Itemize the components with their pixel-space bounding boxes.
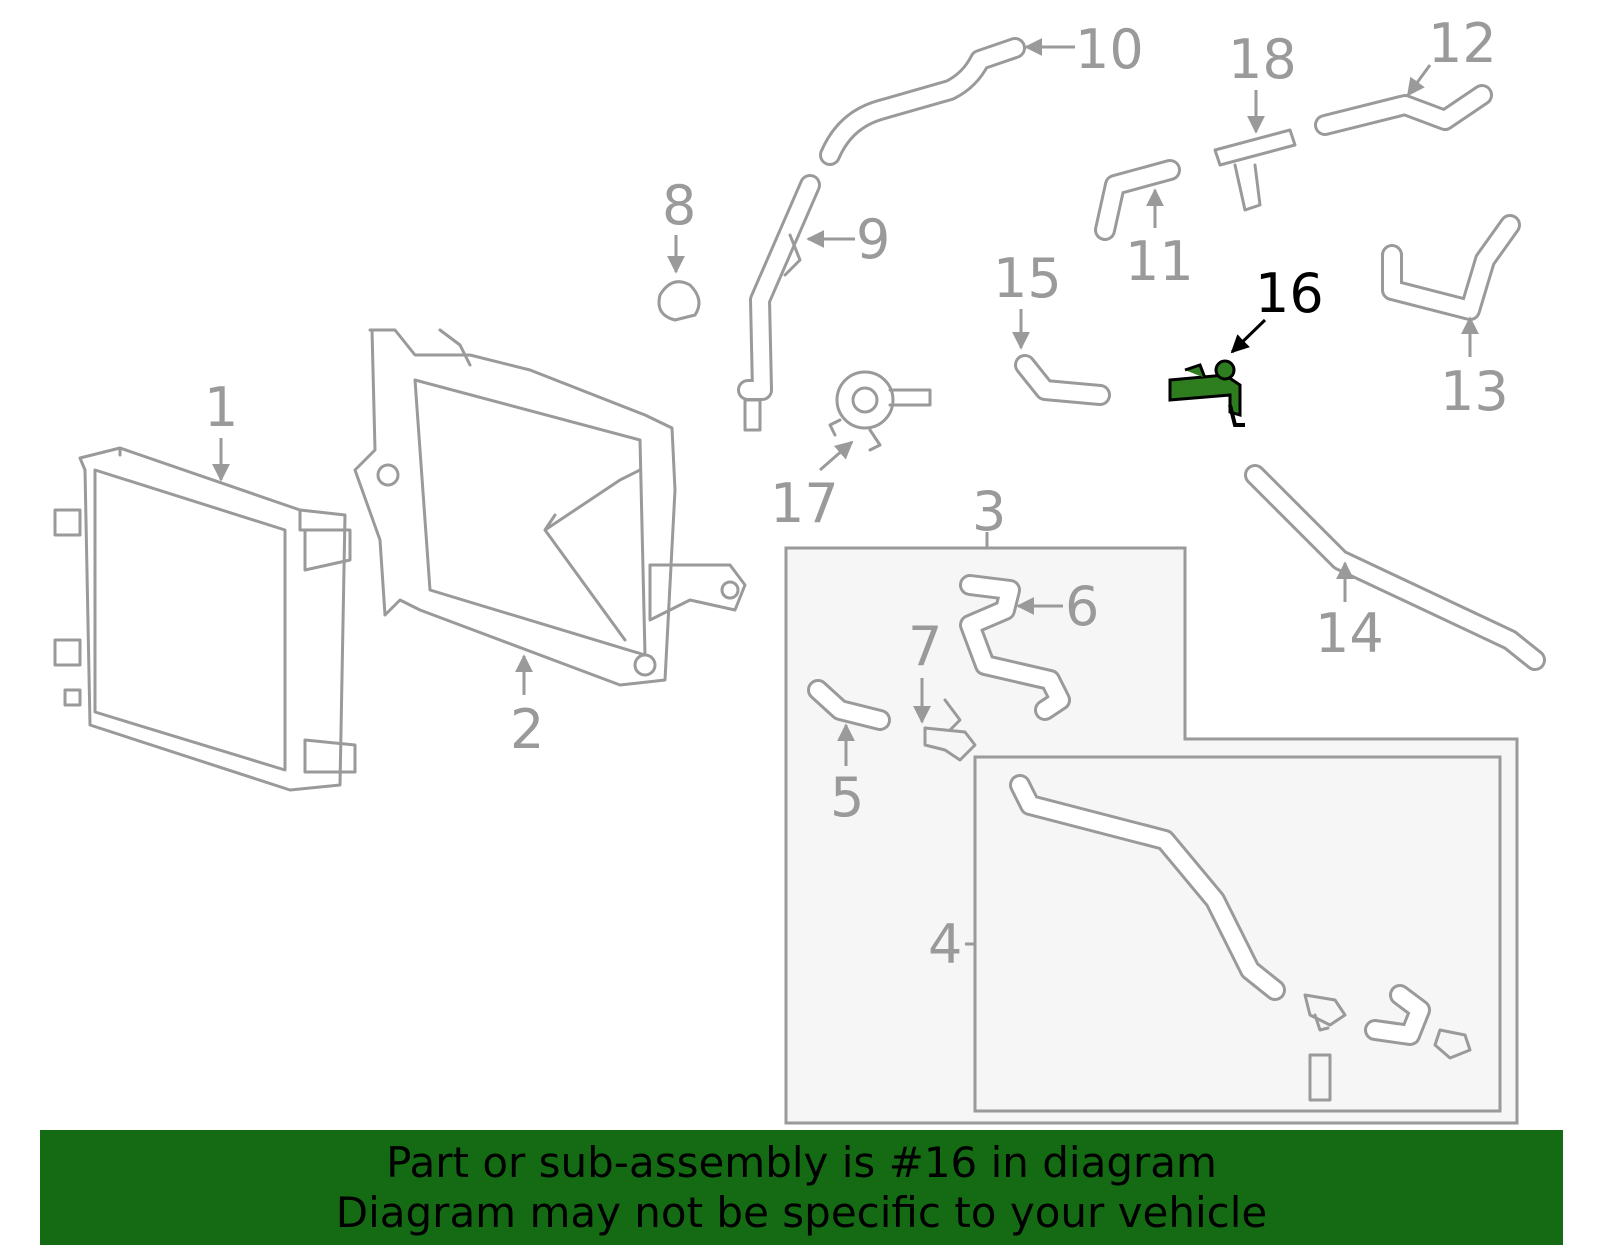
callout-14: 14 (1315, 602, 1384, 665)
banner-line-1: Part or sub-assembly is #16 in diagram (386, 1138, 1217, 1187)
callout-4: 4 (928, 913, 962, 976)
callout-8: 8 (662, 174, 696, 237)
part-2-frame (353, 328, 747, 687)
callout-17: 17 (770, 472, 839, 535)
part-16-fitting (1168, 359, 1245, 427)
part-17-outlet (828, 370, 932, 452)
part-1-radiator (53, 446, 357, 792)
part-13-hose (1381, 214, 1521, 321)
callout-16: 16 (1255, 262, 1324, 325)
info-banner: Part or sub-assembly is #16 in diagram D… (40, 1130, 1563, 1245)
callout-10: 10 (1075, 18, 1144, 81)
part-11-hose (1094, 159, 1181, 241)
callout-13: 13 (1440, 360, 1509, 423)
callout-6: 6 (1065, 575, 1099, 638)
banner-line-2: Diagram may not be specific to your vehi… (335, 1188, 1268, 1237)
callout-9: 9 (856, 208, 890, 271)
part-14-pipe (1244, 464, 1546, 671)
part-12-hose (1314, 84, 1493, 136)
callout-2: 2 (510, 698, 544, 761)
part-7-fitting (923, 698, 977, 762)
part-15-hose (1014, 354, 1111, 406)
part-6-hose (959, 574, 1071, 721)
callout-3: 3 (972, 480, 1006, 543)
callout-7: 7 (908, 615, 942, 678)
callout-15: 15 (993, 247, 1062, 310)
part-9-tube (737, 174, 821, 432)
part-18-pipe (1213, 128, 1297, 212)
part-8-cap (657, 280, 701, 322)
part-10-hose (819, 37, 1026, 166)
callout-11: 11 (1125, 230, 1194, 293)
callout-18: 18 (1228, 28, 1297, 91)
part-4-hose-assembly (1009, 774, 1472, 1102)
callout-5: 5 (830, 766, 864, 829)
part-5-hose (807, 679, 891, 731)
callout-12: 12 (1428, 12, 1497, 75)
callout-1: 1 (204, 376, 238, 439)
